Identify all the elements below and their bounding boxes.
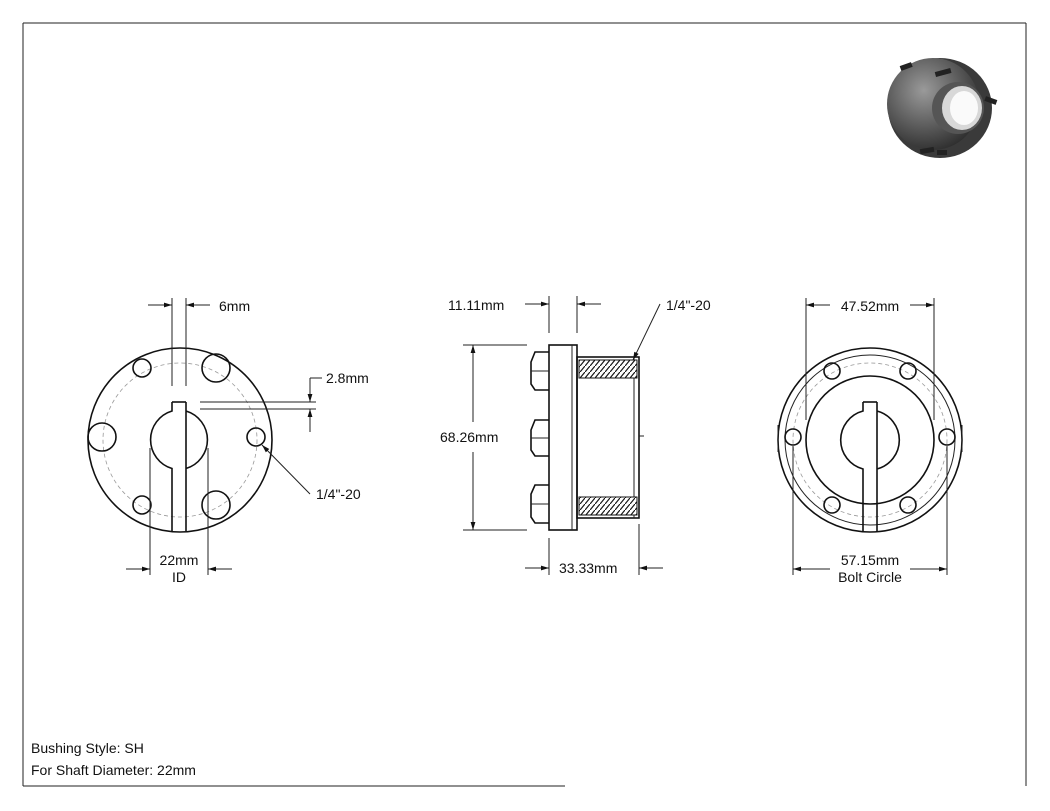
front-view [87,298,322,575]
flange-diameter-label: 68.26mm [440,429,498,445]
overall-length-label: 33.33mm [559,560,617,576]
bore-diameter-label: 22mm [160,552,199,568]
shaft-diameter-label: For Shaft Diameter: 22mm [31,762,196,778]
bushing-style-label: Bushing Style: SH [31,740,144,756]
drawing-frame [22,22,1027,787]
bore-caption-label: ID [172,569,186,585]
isometric-render [887,58,998,158]
bolt-circle-caption-label: Bolt Circle [838,569,902,585]
bolt-circle-diameter-label: 57.15mm [841,552,899,568]
hub-diameter-label: 47.52mm [841,298,899,314]
side-view [463,296,663,575]
side-tapped-hole-label: 1/4"-20 [666,297,711,313]
keyway-depth-label: 2.8mm [326,370,369,386]
front-tapped-hole-label: 1/4"-20 [316,486,361,502]
keyway-width-label: 6mm [219,298,250,314]
back-view [777,298,963,575]
flange-thickness-label: 11.11mm [448,297,504,313]
